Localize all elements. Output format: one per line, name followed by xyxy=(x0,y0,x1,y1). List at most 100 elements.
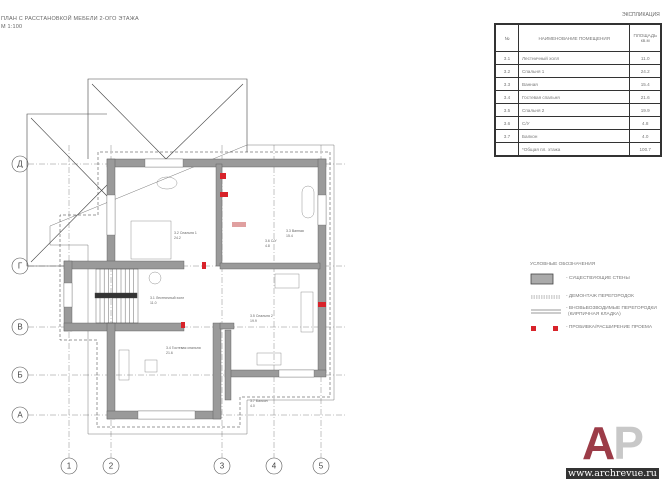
window xyxy=(106,194,116,236)
legend-label: - ВНОВЬВОЗВОДИМЫЕ ПЕРЕГОРОДКИ xyxy=(566,306,657,311)
cell-area: 11.0 xyxy=(629,51,662,65)
cell-name: С/У xyxy=(517,116,631,130)
logo-a: A xyxy=(582,417,615,469)
room-label: 3.3 Ванная xyxy=(286,229,304,233)
cell-name: Гостевая спальня xyxy=(517,90,631,104)
window xyxy=(137,410,196,420)
room-label: 3.5 Спальня 2 xyxy=(250,314,273,318)
axis-bubble-d xyxy=(11,155,29,173)
axis-label: 3 xyxy=(220,462,225,471)
plan-title: ПЛАН С РАССТАНОВКОЙ МЕБЕЛИ 2-ОГО ЭТАЖА М… xyxy=(1,15,139,31)
bed xyxy=(130,220,172,260)
axis-label: Д xyxy=(17,160,23,169)
cell-area: 21.6 xyxy=(629,90,662,104)
existing-walls xyxy=(63,158,327,420)
room-area: 4.8 xyxy=(265,244,270,248)
new-openings xyxy=(181,173,326,328)
cell-name: Лестничный холл xyxy=(517,51,631,65)
cell-area: 100.7 xyxy=(629,142,662,157)
cell-num: 3.3 xyxy=(494,77,519,91)
axis-label: В xyxy=(17,323,22,332)
legend-symbol-existing-walls xyxy=(530,273,554,285)
cell-name: *Общая пл. этажа xyxy=(517,142,631,157)
header-name: НАИМЕНОВАНИЕ ПОМЕЩЕНИЯ xyxy=(517,23,631,52)
cell-area: 4.0 xyxy=(629,129,662,143)
room-area: 24.2 xyxy=(174,236,181,240)
website-link[interactable]: www.archrevue.ru xyxy=(566,468,659,479)
axis-bubble-v xyxy=(11,318,29,336)
logo: AP xyxy=(582,416,644,470)
bathtub xyxy=(301,185,315,219)
room-label: 3.7 Балкон xyxy=(250,399,268,403)
sofa xyxy=(300,291,314,333)
table xyxy=(274,273,300,289)
sofa xyxy=(118,349,130,381)
axis-label: 4 xyxy=(272,462,277,471)
axis-label: 1 xyxy=(67,462,72,471)
cell-area: 24.2 xyxy=(629,64,662,78)
room-label: 3.1 Лестничный холл xyxy=(150,296,184,300)
axis-label: 5 xyxy=(319,462,324,471)
window xyxy=(144,158,184,168)
cell-num: 3.1 xyxy=(494,51,519,65)
table-header-row: № НАИМЕНОВАНИЕ ПОМЕЩЕНИЯ ПЛОЩАДЬ кв.м xyxy=(494,23,662,52)
round-table xyxy=(148,271,162,285)
cell-num xyxy=(494,142,519,157)
roof-outline xyxy=(26,78,335,435)
staircase xyxy=(94,268,139,324)
explication-table: № НАИМЕНОВАНИЕ ПОМЕЩЕНИЯ ПЛОЩАДЬ кв.м 3.… xyxy=(494,23,662,157)
legend-label: - ДЕМОНТАЖ ПЕРЕГОРОДОК xyxy=(566,294,634,299)
window xyxy=(63,282,73,308)
cell-area: 4.8 xyxy=(629,116,662,130)
cell-num: 3.4 xyxy=(494,90,519,104)
plan-title-line1: ПЛАН С РАССТАНОВКОЙ МЕБЕЛИ 2-ОГО ЭТАЖА xyxy=(1,16,139,22)
legend-symbol-opening xyxy=(531,326,558,331)
cell-name: Спальня 1 xyxy=(517,64,631,78)
cell-num: 3.2 xyxy=(494,64,519,78)
room-label: 3.4 Гостевая спальня xyxy=(166,346,201,350)
bathtub-round xyxy=(156,176,178,190)
legend-symbol-new-partitions xyxy=(531,309,561,314)
legend-label: (КИРПИЧНАЯ КЛАДКА) xyxy=(568,312,621,317)
room-area: 4.0 xyxy=(250,404,255,408)
room-area: 15.4 xyxy=(286,234,293,238)
furniture xyxy=(118,176,315,381)
plan-scale: М 1:100 xyxy=(1,24,23,30)
room-area: 19.9 xyxy=(250,319,257,323)
cell-name: Ванная xyxy=(517,77,631,91)
legend-label: - ПРОБИВКА/РАСШИРЕНИЕ ПРОЕМА xyxy=(566,325,653,330)
window xyxy=(278,369,315,378)
cell-area: 19.9 xyxy=(629,103,662,117)
cell-num: 3.6 xyxy=(494,116,519,130)
header-area: ПЛОЩАДЬ кв.м xyxy=(629,23,662,52)
axis-bubble-3 xyxy=(213,457,231,475)
cell-num: 3.7 xyxy=(494,129,519,143)
coffee-table xyxy=(144,359,158,373)
roof-eave-line xyxy=(59,151,331,428)
axis-bubble-5 xyxy=(312,457,330,475)
axis-label: Б xyxy=(17,371,22,380)
axis-bubble-b xyxy=(11,366,29,384)
room-area: 21.6 xyxy=(166,351,173,355)
cell-name: Балкон xyxy=(517,129,631,143)
window xyxy=(317,194,327,226)
axis-bubble-1 xyxy=(60,457,78,475)
header-num: № xyxy=(494,23,519,52)
legend-label: - СУЩЕСТВУЮЩИЕ СТЕНЫ xyxy=(566,276,630,281)
axis-bubble-a xyxy=(11,406,29,424)
room-label: 3.2 Спальня 1 xyxy=(174,231,197,235)
desk xyxy=(256,352,282,366)
axis-label: Г xyxy=(18,262,23,271)
cell-name: Спальня 2 xyxy=(517,103,631,117)
legend-title: УСЛОВНЫЕ ОБОЗНАЧЕНИЯ xyxy=(530,262,596,267)
cell-area: 15.4 xyxy=(629,77,662,91)
room-area: 11.0 xyxy=(150,301,157,305)
axis-label: 2 xyxy=(109,462,114,471)
